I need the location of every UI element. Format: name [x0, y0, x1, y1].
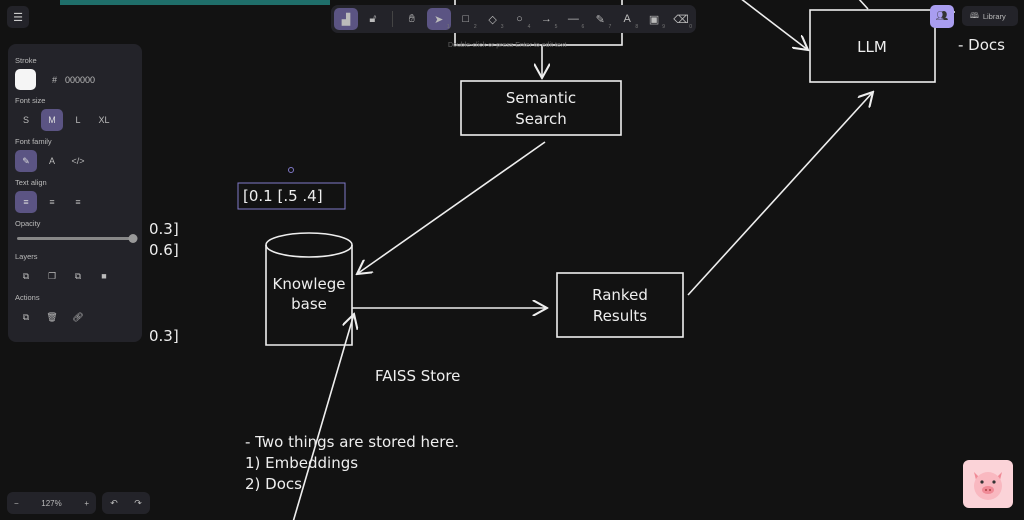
toolbar-chart-button[interactable]: ▟	[334, 8, 358, 30]
pig-mascot-icon	[963, 460, 1013, 508]
vector-text[interactable]: 0.3]	[149, 220, 179, 238]
layers-label: Layers	[15, 252, 38, 261]
send-backward-icon[interactable]: ❐	[47, 270, 57, 281]
faiss-store-text[interactable]: FAISS Store	[375, 367, 460, 385]
ranked-results-label: Results	[593, 307, 647, 325]
note-line[interactable]: - Two things are stored here.	[245, 433, 459, 451]
stroke-label: Stroke	[15, 56, 37, 65]
arrow[interactable]	[740, 0, 808, 50]
rotate-handle[interactable]	[288, 167, 294, 173]
opacity-label: Opacity	[15, 219, 41, 228]
zoom-in-button[interactable]: +	[84, 498, 89, 508]
selection-tool-icon[interactable]: ➤1	[426, 8, 451, 30]
actions-label: Actions	[15, 293, 40, 302]
undo-icon[interactable]: ↶	[110, 497, 118, 508]
send-to-back-icon[interactable]: ⧉	[22, 270, 30, 281]
bring-forward-icon[interactable]: ⧉	[74, 270, 82, 281]
knowledge-base-cylinder[interactable]	[265, 245, 353, 346]
history-controls: ↶ ↷	[102, 492, 150, 514]
pencil-tool-icon[interactable]: ✎7	[595, 13, 612, 31]
stroke-hex-input[interactable]: #000000	[52, 69, 95, 90]
semantic-search-label: Search	[515, 110, 567, 128]
stroke-hex-value: 000000	[65, 74, 96, 85]
delete-icon[interactable]: 🗑︎	[46, 311, 58, 322]
vector-text-selected[interactable]: [0.1 [.5 .4]	[243, 187, 323, 205]
knowledge-base-label: Knowlege	[273, 275, 346, 293]
redo-icon[interactable]: ↷	[134, 497, 142, 508]
arrow-tool-icon[interactable]: →5	[540, 13, 558, 30]
font-size-xl[interactable]: XL	[98, 115, 110, 125]
arrow[interactable]	[292, 314, 354, 520]
library-label: Library	[982, 11, 1006, 21]
font-size-m[interactable]: M	[41, 109, 63, 131]
properties-panel: Stroke #000000 Font size S M L XL Font f…	[8, 44, 142, 342]
arrow[interactable]	[357, 141, 546, 274]
lock-icon[interactable]: 🔓︎	[369, 12, 377, 25]
vector-text[interactable]: 0.3]	[149, 327, 179, 345]
zoom-level[interactable]: 127%	[41, 498, 62, 508]
ranked-results-label: Ranked	[592, 286, 648, 304]
hand-tool-icon[interactable]: ✋︎	[408, 12, 415, 25]
font-family-label: Font family	[15, 137, 52, 146]
semantic-search-label: Semantic	[506, 89, 576, 107]
font-size-label: Font size	[15, 96, 46, 105]
semantic-search-box[interactable]	[460, 80, 622, 136]
llm-box[interactable]	[809, 9, 936, 83]
vector-text[interactable]: 0.6]	[149, 241, 179, 259]
knowledge-base-label: base	[291, 295, 327, 313]
normal-font-button[interactable]: A	[48, 156, 55, 166]
code-font-button[interactable]: </>	[71, 156, 85, 166]
align-left-icon[interactable]: ≡	[15, 191, 37, 213]
image-element[interactable]	[60, 0, 330, 5]
diamond-tool-icon[interactable]: ◇3	[488, 13, 504, 31]
hash-label: #	[52, 74, 58, 85]
ranked-results-box[interactable]	[556, 272, 684, 338]
duplicate-icon[interactable]: ⧉	[22, 311, 30, 322]
book-icon: 🕮︎	[970, 10, 979, 20]
font-size-l[interactable]: L	[75, 115, 81, 125]
note-line[interactable]: 2) Docs	[245, 475, 302, 493]
main-menu-button[interactable]: ☰	[7, 6, 29, 28]
opacity-slider[interactable]	[17, 234, 138, 243]
link-icon[interactable]: 🔗︎	[72, 311, 84, 322]
stroke-color-swatch[interactable]	[15, 69, 36, 90]
rectangle-tool-icon[interactable]: □2	[462, 13, 477, 30]
edit-hint: Double-click or press Enter to edit text	[448, 42, 567, 49]
eraser-tool-icon[interactable]: ⌫0	[673, 13, 692, 31]
ellipse-tool-icon[interactable]: ○4	[516, 13, 531, 30]
library-button[interactable]: 🕮︎Library	[962, 6, 1018, 26]
llm-label: LLM	[857, 38, 887, 56]
zoom-controls: − 127% +	[7, 492, 96, 514]
bring-to-front-icon[interactable]: ■	[101, 271, 107, 281]
note-line[interactable]: 1) Embeddings	[245, 454, 358, 472]
font-size-s[interactable]: S	[22, 115, 29, 125]
selection-box[interactable]	[237, 182, 346, 210]
image-tool-icon[interactable]: ▣9	[648, 13, 666, 31]
arrow[interactable]	[687, 92, 873, 296]
align-right-icon[interactable]: ≡	[75, 197, 81, 207]
zoom-out-button[interactable]: −	[14, 498, 19, 508]
docs-text: - Docs	[958, 36, 1005, 54]
align-center-icon[interactable]: ≡	[49, 197, 55, 207]
hand-drawn-font-icon[interactable]: ✎	[15, 150, 37, 172]
text-align-label: Text align	[15, 178, 47, 187]
collaborate-button[interactable]: 👥︎	[930, 5, 954, 28]
line-tool-icon[interactable]: —6	[567, 13, 585, 30]
